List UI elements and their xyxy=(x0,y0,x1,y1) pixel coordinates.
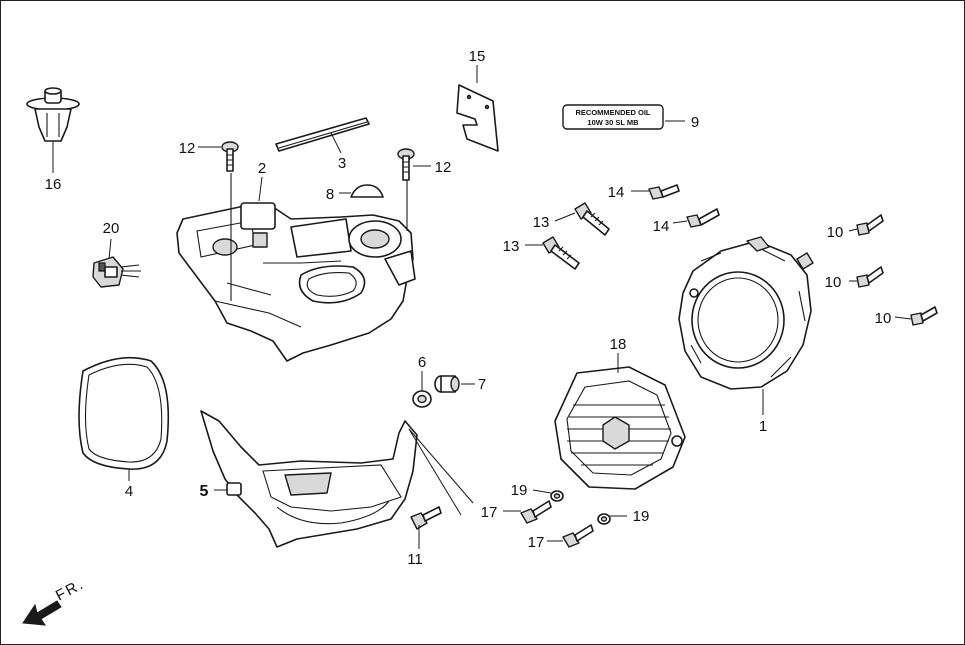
bolt-12-left xyxy=(221,141,239,172)
callout-13-a: 13 xyxy=(533,214,550,231)
part-6-washer xyxy=(412,390,432,408)
part-18-fan-grille xyxy=(554,366,686,490)
bolt-10-b xyxy=(856,266,884,288)
callout-12-b: 12 xyxy=(435,159,452,176)
part-8-grommet xyxy=(350,184,384,198)
part-7-collar xyxy=(434,375,460,393)
bolt-14-lower xyxy=(686,208,720,228)
bolt-14-upper xyxy=(648,184,680,200)
part-9-oil-label: RECOMMENDED OIL 10W 30 SL MB xyxy=(562,104,664,130)
callout-20: 20 xyxy=(103,220,120,237)
callout-17-b: 17 xyxy=(528,534,545,551)
oil-label-line1: RECOMMENDED OIL xyxy=(576,108,651,117)
callout-10-c: 10 xyxy=(875,310,892,327)
part-1-fan-cover xyxy=(678,236,814,390)
callout-8: 8 xyxy=(326,186,334,203)
bolt-10-a xyxy=(856,214,884,236)
callout-16: 16 xyxy=(45,176,62,193)
callout-4: 4 xyxy=(125,483,133,500)
callout-numbers: 1 2 3 4 5 6 7 8 9 10 10 10 11 12 12 13 1… xyxy=(45,48,892,568)
callout-9: 9 xyxy=(691,114,699,131)
bolt-17-b xyxy=(562,524,594,548)
callout-10-b: 10 xyxy=(825,274,842,291)
callout-15: 15 xyxy=(469,48,486,65)
bolt-13-upper xyxy=(574,202,610,236)
oil-label-frame xyxy=(562,104,664,130)
part-15-plate xyxy=(456,84,499,152)
washer-19-a xyxy=(550,490,564,502)
callout-12-a: 12 xyxy=(179,140,196,157)
callout-7: 7 xyxy=(478,376,486,393)
callout-19-a: 19 xyxy=(511,482,528,499)
bolt-12-right xyxy=(397,148,415,181)
part-16-clip xyxy=(26,87,80,142)
part-5-lower-shroud xyxy=(200,410,418,548)
front-label: FR. xyxy=(53,575,88,604)
bolt-17-a xyxy=(520,500,552,524)
bolt-11 xyxy=(410,506,442,530)
part-3-strip xyxy=(275,117,370,152)
callout-5: 5 xyxy=(200,483,209,500)
callout-19-b: 19 xyxy=(633,508,650,525)
part-2-upper-shroud xyxy=(176,173,416,362)
part-4-gasket xyxy=(78,356,170,470)
callout-18: 18 xyxy=(610,336,627,353)
oil-label-line2: 10W 30 SL MB xyxy=(587,118,639,127)
callout-14-a: 14 xyxy=(608,184,625,201)
callout-1: 1 xyxy=(759,418,767,435)
front-arrow-icon xyxy=(22,600,62,626)
callout-10-a: 10 xyxy=(827,224,844,241)
callout-3: 3 xyxy=(338,155,346,172)
callout-13-b: 13 xyxy=(503,238,520,255)
part-20-clip-nut xyxy=(92,256,141,288)
leader-lines xyxy=(52,65,912,549)
callout-11: 11 xyxy=(407,551,423,568)
bolt-13-lower xyxy=(542,236,580,270)
washer-19-b xyxy=(597,513,611,525)
callout-6: 6 xyxy=(418,354,426,371)
callout-14-b: 14 xyxy=(653,218,670,235)
callout-17-a: 17 xyxy=(481,504,498,521)
callout-2: 2 xyxy=(258,160,266,177)
front-direction-indicator: FR. xyxy=(22,575,88,626)
bolt-10-c xyxy=(910,306,938,326)
